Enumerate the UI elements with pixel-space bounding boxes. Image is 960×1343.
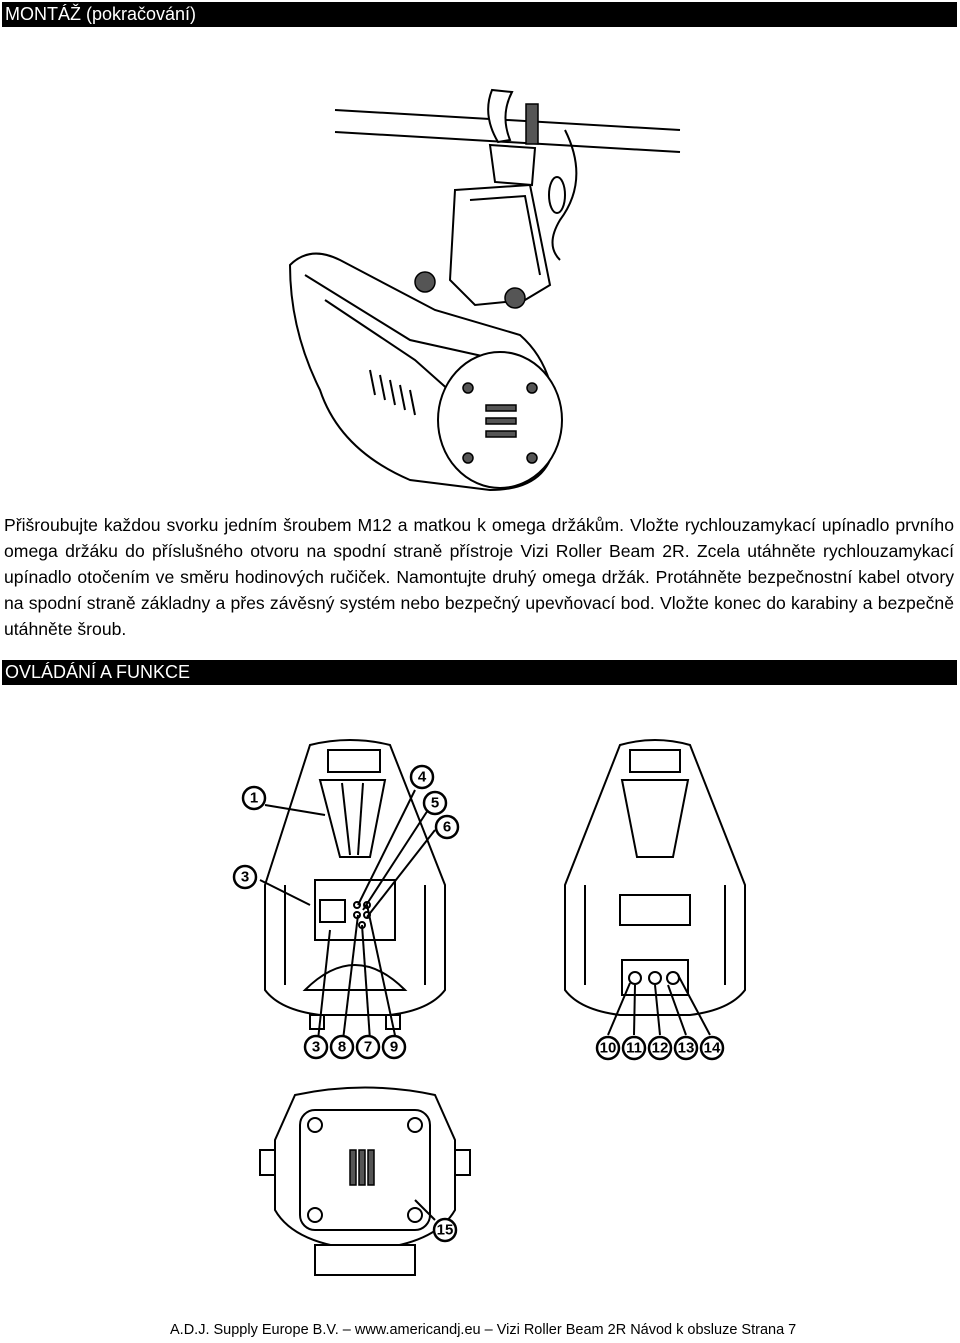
svg-text:14: 14 [704,1040,721,1057]
yoke-knob-left [414,271,436,293]
page-footer: A.D.J. Supply Europe B.V. – www.american… [170,1322,797,1338]
back-top-cap [629,749,681,773]
callout-6: 6 [434,814,460,840]
svg-text:11: 11 [626,1040,642,1057]
top-plate-screws [307,1117,423,1223]
callout-15: 15 [432,1217,458,1243]
callout-12: 12 [647,1035,673,1061]
top-handle-right [454,1149,471,1176]
callout-5: 5 [422,790,448,816]
truss-pipe-bottom [334,131,681,153]
callout-13: 13 [673,1035,699,1061]
svg-text:8: 8 [338,1039,346,1056]
yoke-knob-right [504,287,526,309]
svg-text:12: 12 [652,1040,669,1057]
vent-slats [369,369,416,416]
mounting-illustration [288,88,681,492]
back-view-diagram: 10 11 12 13 14 [564,739,746,1061]
callout-8: 8 [329,1034,355,1060]
svg-text:15: 15 [437,1222,454,1239]
svg-text:1: 1 [250,790,258,807]
section-header-controls: OVLÁDÁNÍ A FUNKCE [2,660,957,685]
rear-plate-screws [462,382,538,464]
svg-text:3: 3 [241,869,249,886]
truss-pipe-top [334,109,681,131]
callout-7: 7 [355,1034,381,1060]
callout-10: 10 [595,1035,621,1061]
callout-4: 4 [409,764,435,790]
front-lens-cone [318,779,387,858]
svg-text:3: 3 [312,1039,320,1056]
front-foot-left [309,1014,325,1030]
svg-text:9: 9 [390,1039,398,1056]
svg-text:5: 5 [431,795,439,812]
safety-cable [551,129,578,261]
top-plate-vents [349,1149,375,1186]
back-connectors [628,971,680,985]
front-lcd-display [319,899,346,923]
section-header-mounting-title: MONTÁŽ (pokračování) [5,4,197,24]
svg-text:6: 6 [443,819,451,836]
front-body [264,739,446,1016]
back-handle [619,894,691,926]
callout-9: 9 [381,1034,407,1060]
callout-11: 11 [621,1035,647,1061]
front-top-cap [327,749,381,773]
rear-plate-vents [485,404,517,438]
section-header-controls-title: OVLÁDÁNÍ A FUNKCE [5,662,191,682]
callout-3-bottom: 3 [303,1034,329,1060]
callout-3: 3 [232,864,258,890]
front-vent-grill [302,964,408,991]
top-base [314,1244,416,1276]
back-body [564,739,746,1016]
svg-text:10: 10 [600,1040,617,1057]
carabiner [548,176,566,214]
callout-14: 14 [699,1035,725,1061]
callout-1: 1 [241,785,267,811]
clamp [487,88,514,144]
svg-text:13: 13 [678,1040,695,1057]
svg-text:7: 7 [364,1039,372,1056]
omega-bracket [488,143,537,187]
clamp-bolt [525,103,539,145]
top-handle-left [259,1149,276,1176]
section-header-mounting: MONTÁŽ (pokračování) [2,2,957,27]
back-lens-cone [620,779,690,858]
mounting-instructions: Přišroubujte každou svorku jedním šroube… [4,515,954,639]
svg-text:4: 4 [418,769,427,786]
top-view-diagram: 15 [259,1086,471,1276]
front-view-diagram: 1 3 4 5 6 3 8 7 9 [232,739,460,1060]
